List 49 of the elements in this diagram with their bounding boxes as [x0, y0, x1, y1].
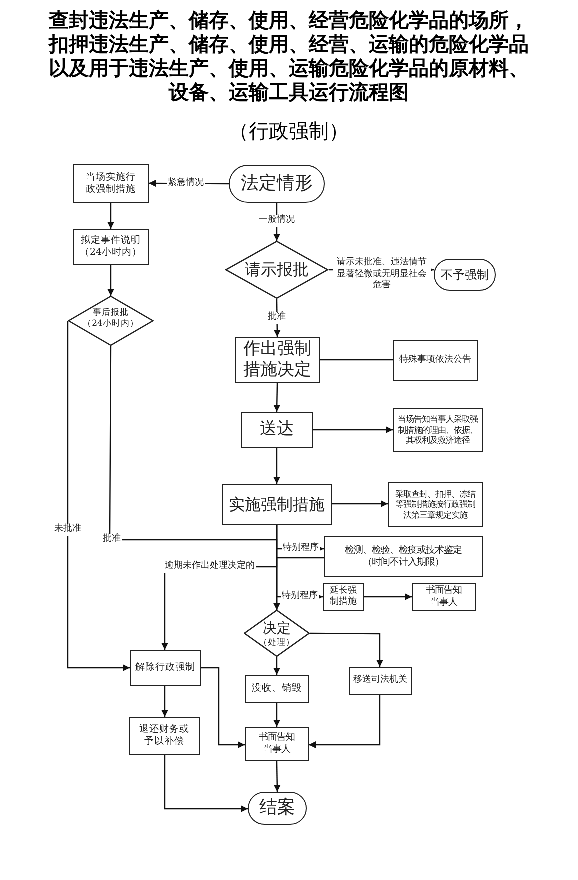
title: 查封违法生产、储存、使用、经营危险化学品的场所，扣押违法生产、储存、使用、经营、运输的危险化学品以及用于违法生产、使用、运输危险化学品的原材料、设备、运输工具运行流程图: [47, 8, 530, 104]
arrow: [274, 448, 280, 484]
terminal-shape: 不予强制: [434, 259, 496, 291]
process-box: 检测、检验、检疫或技术鉴定（时间不计入期限）: [324, 536, 483, 577]
edge-label: 批准: [267, 312, 287, 324]
arrow: [201, 667, 245, 748]
process-box: 书面告知当事人: [412, 583, 476, 611]
process-box: 当场实施行政强制措施: [73, 164, 149, 203]
subtitle: （行政强制）: [228, 118, 350, 145]
edge-label: 一般情况: [258, 215, 296, 227]
edge-label: 未批准: [54, 524, 82, 536]
arrow: [310, 632, 384, 667]
arrow: [274, 657, 280, 675]
arrow: [108, 203, 114, 229]
arrow: [313, 426, 393, 434]
arrow: [67, 321, 130, 672]
process-box: 延长强制措施: [323, 583, 364, 611]
note-box: 采取查封、扣押、冻结等强制措施按行政强制法第三章规定实施: [388, 482, 483, 527]
arrow: [164, 755, 248, 812]
note-box: 特殊事项依法公告: [393, 340, 478, 381]
process-box: 送达: [241, 412, 313, 448]
process-box: 解除行政强制: [130, 650, 201, 686]
process-box: 退还财务或予以补偿: [129, 717, 200, 755]
process-box: 实施强制措施: [222, 484, 332, 525]
arrow: [274, 703, 280, 727]
decision-diamond: 事后报批（24小时内）: [68, 296, 154, 346]
arrow: [274, 382, 281, 412]
edge-label: 特别程序: [281, 591, 319, 603]
arrow: [274, 557, 324, 610]
process-box: 没收、销毁: [245, 675, 309, 703]
terminal-shape: 法定情形: [229, 165, 325, 203]
arrow: [309, 695, 381, 748]
arrow: [162, 686, 168, 717]
process-box: 移送司法机关: [349, 667, 412, 695]
arrow: [108, 265, 114, 296]
arrow: [364, 594, 412, 600]
note-box: 当场告知当事人采取强制措施的理由、依据、其权利及救济途径: [393, 408, 483, 452]
edge-label: 逾期未作出处理决定的: [164, 561, 256, 573]
decision-diamond: 请示报批: [225, 241, 329, 299]
arrow: [274, 760, 281, 792]
process-box: 作出强制措施决定: [235, 337, 320, 383]
terminal-shape: 结案: [248, 792, 307, 825]
process-box: 书面告知当事人: [245, 727, 309, 761]
process-box: 拟定事件说明（24小时内）: [73, 229, 149, 265]
arrow: [332, 500, 388, 508]
edge-label: 特别程序: [282, 543, 320, 555]
decision-diamond: 决定 （处理）: [244, 610, 310, 657]
arrow: [274, 299, 281, 337]
connector-line: [320, 359, 393, 361]
